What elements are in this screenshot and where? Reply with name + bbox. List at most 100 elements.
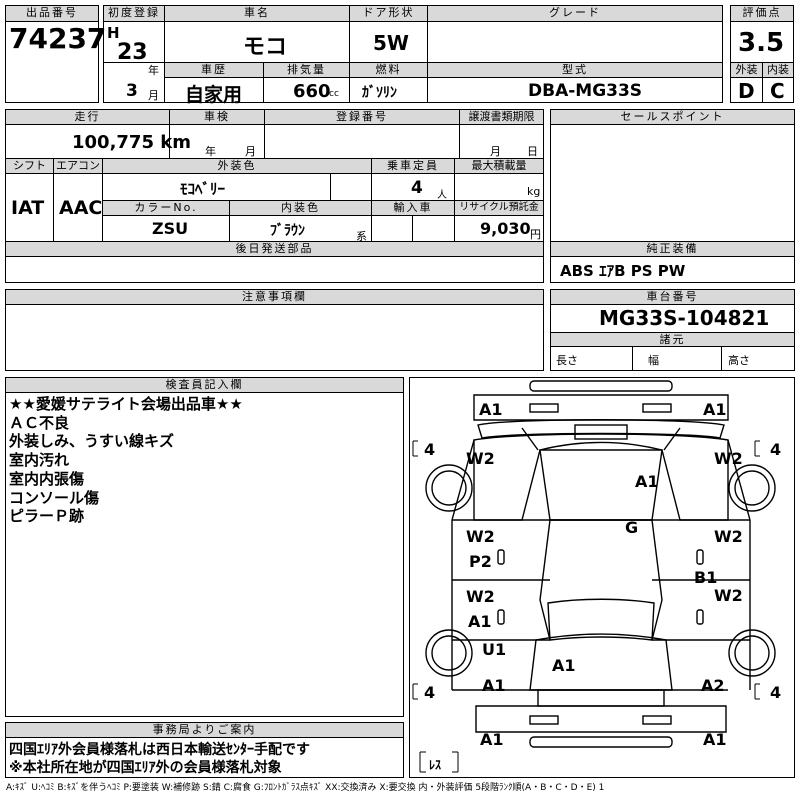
caution-label: 注意事項欄 (5, 289, 544, 305)
fuel-label: 燃料 (349, 62, 428, 78)
equipment-value: ABS ｴｱB PS PW (560, 262, 686, 280)
transfer-day-unit: 日 (527, 145, 538, 158)
later-parts-box (5, 256, 544, 283)
capacity-label: 乗車定員 (371, 158, 455, 174)
note-line: 室内汚れ (9, 451, 70, 470)
mark-rear-door-left: W2 (466, 587, 495, 606)
mark-front-right: A1 (703, 400, 727, 419)
mark-rear-right: A1 (703, 730, 727, 749)
office-box (5, 737, 404, 778)
mileage-value: 100,775 km (72, 132, 191, 153)
door-label: ドア形状 (349, 5, 428, 22)
exterior-color-value: ﾓｺﾍﾞﾘｰ (180, 180, 226, 198)
mark-quarter-left: U1 (482, 640, 507, 659)
interior-score: C (770, 79, 785, 103)
damage-legend: A:ｷｽﾞ U:ﾍｺﾐ B:ｷｽﾞを伴うﾍｺﾐ P:要塗装 W:補修跡 S:錆 … (6, 783, 605, 793)
mark-rear-left: A1 (480, 730, 504, 749)
model-label: 型式 (427, 62, 723, 78)
mark-front-door-left-2: P2 (469, 552, 492, 571)
mark-front-left: A1 (479, 400, 503, 419)
caution-box (5, 304, 544, 371)
lot-number: 74237 (9, 22, 107, 55)
era-value: H (107, 24, 120, 42)
reg-no-label: 登録番号 (264, 109, 460, 125)
car-diagram (412, 380, 776, 773)
office-line-2: ※本社所在地が四国ｴﾘｱ外の会員様落札対象 (9, 760, 282, 776)
chassis-value: MG33S-104821 (599, 306, 770, 330)
interior-color-label: 内装色 (229, 200, 372, 216)
max-load-label: 最大積載量 (454, 158, 544, 174)
exterior-score: D (738, 79, 755, 103)
model-value: DBA-MG33S (528, 81, 643, 101)
recycle-value: 9,030 (480, 219, 531, 238)
sales-point-label: セールスポイント (550, 109, 795, 125)
sales-point-box (550, 124, 795, 242)
inspection-year-unit: 年 (205, 145, 216, 158)
displacement-label: 排気量 (263, 62, 350, 78)
tire-front-left: 4 (424, 440, 436, 459)
transfer-label: 譲渡書類期限 (459, 109, 544, 125)
score-value: 3.5 (738, 28, 785, 58)
mark-rear-door-left-2: A1 (468, 612, 492, 631)
tire-rear-left: 4 (424, 683, 436, 702)
note-line: ＡＣ不良 (9, 413, 70, 432)
length-label: 長さ (556, 354, 578, 367)
inspector-notes: ★★愛媛サテライト会場出品車★★ ＡＣ不良 外装しみ、うすい線キズ 室内汚れ 室… (9, 395, 243, 526)
score-label: 評価点 (730, 5, 794, 22)
note-line: 室内内張傷 (9, 469, 85, 488)
recycle-unit: 円 (530, 228, 541, 241)
interior-color-value: ﾌﾞﾗｳﾝ (270, 223, 305, 239)
grade-label: グレード (427, 5, 723, 22)
spec-label: 諸元 (550, 332, 795, 347)
mark-hood: A1 (635, 472, 659, 491)
history-label: 車歴 (164, 62, 264, 78)
history-value: 自家用 (185, 84, 243, 106)
tire-front-right: 4 (770, 440, 782, 459)
chassis-label: 車台番号 (550, 289, 795, 305)
car-name: モコ (243, 35, 288, 60)
mark-front-door-left: W2 (466, 527, 495, 546)
color-no-value: ZSU (152, 219, 189, 238)
note-line: ★★愛媛サテライト会場出品車★★ (9, 395, 243, 413)
interior-color-suffix: 系 (356, 230, 367, 243)
capacity-value: 4 (411, 178, 423, 198)
recycle-label: リサイクル預託金 (454, 200, 544, 216)
ac-value: AAC (59, 197, 103, 219)
year-unit: 年 (148, 64, 159, 77)
note-line: コンソール傷 (9, 488, 100, 507)
mark-rear-door-right: B1 (694, 568, 718, 587)
interior-label: 内装 (762, 62, 794, 78)
mark-fender-left: W2 (466, 449, 495, 468)
ac-label: エアコン (53, 158, 103, 174)
spare-tire-value: ﾚｽ (429, 758, 442, 772)
max-load-unit: kg (527, 185, 541, 198)
mark-quarter-right: A2 (701, 676, 725, 695)
inspection-label: 車検 (169, 109, 265, 125)
inspector-box (5, 392, 404, 717)
inspection-month-unit: 月 (245, 145, 256, 158)
month-unit: 月 (148, 89, 159, 102)
later-parts-label: 後日発送部品 (5, 241, 544, 257)
displacement-value: 660 (293, 81, 331, 102)
color-no-label: カラーNo. (102, 200, 230, 216)
first-reg-label: 初度登録 (103, 5, 165, 22)
exterior-label: 外装 (730, 62, 763, 78)
exterior-color-label: 外装色 (102, 158, 372, 174)
transfer-month-unit: 月 (490, 145, 501, 158)
fuel-value: ｶﾞｿﾘﾝ (362, 85, 397, 101)
note-line: 外装しみ、うすい線キズ (9, 432, 175, 451)
mark-front-door-right: W2 (714, 527, 743, 546)
import-label: 輸入車 (371, 200, 455, 216)
inspector-label: 検査員記入欄 (5, 377, 404, 393)
height-label: 高さ (728, 354, 750, 367)
office-line-1: 四国ｴﾘｱ外会員様落札は西日本輸送ｾﾝﾀｰ手配です (9, 742, 310, 758)
note-line: ピラーＰ跡 (9, 507, 85, 526)
first-reg-year: 23 (117, 40, 148, 65)
mark-fender-right: W2 (714, 449, 743, 468)
mark-quarter-left-2: A1 (482, 676, 506, 695)
car-name-label: 車名 (164, 5, 350, 22)
mileage-label: 走行 (5, 109, 170, 125)
equipment-label: 純正装備 (550, 241, 795, 257)
mark-tailgate: A1 (552, 656, 576, 675)
displacement-unit: cc (329, 89, 339, 99)
